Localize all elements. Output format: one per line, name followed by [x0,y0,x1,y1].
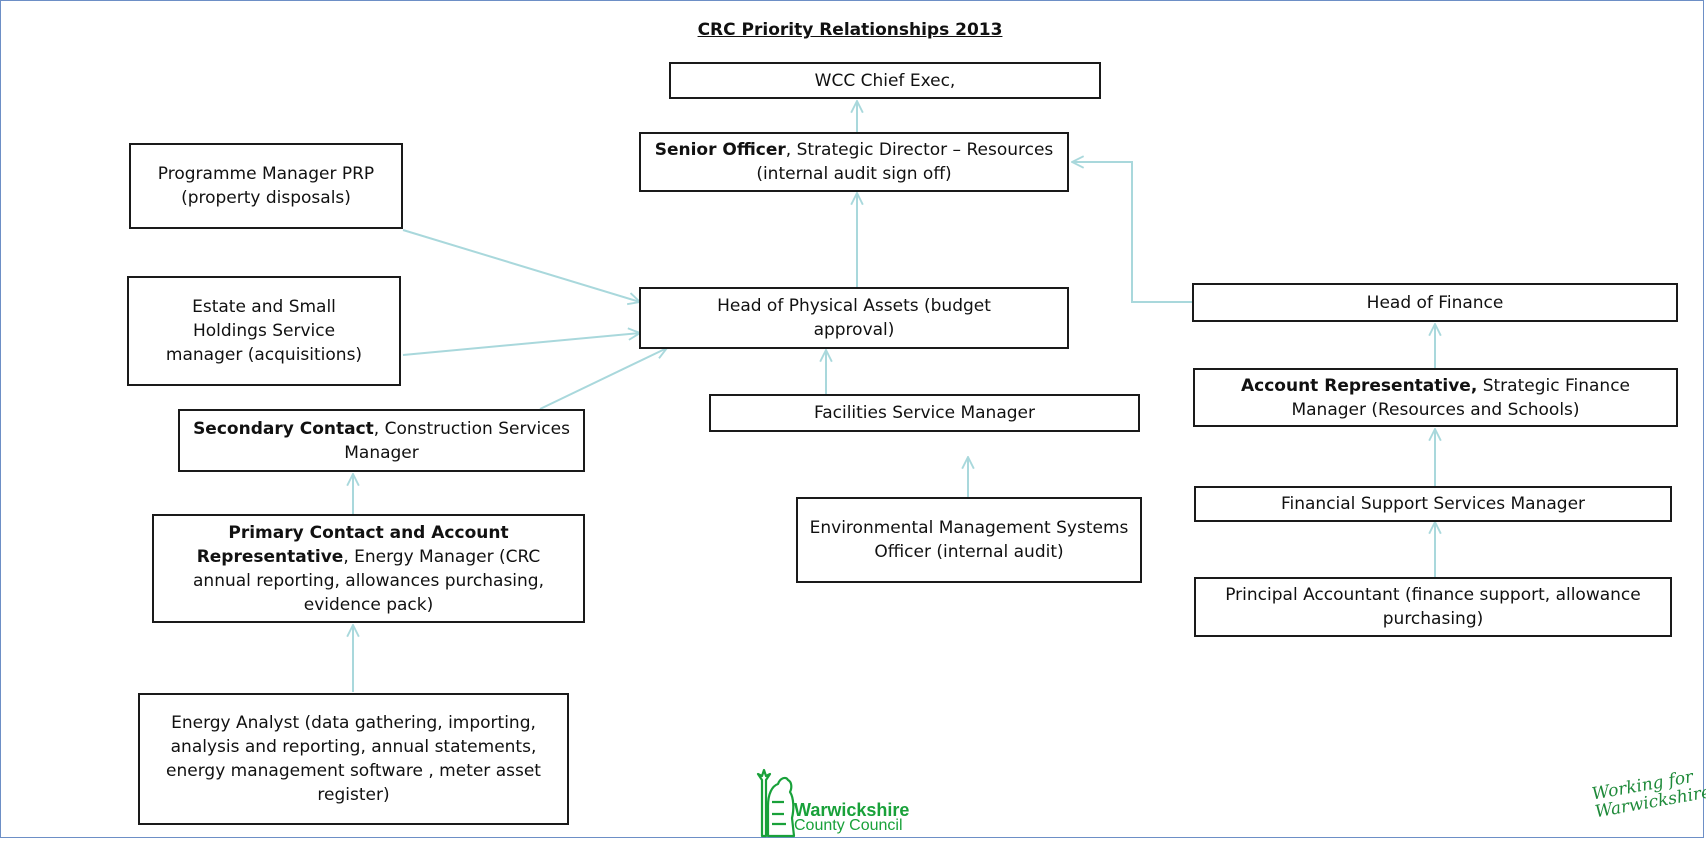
node-chief-exec: WCC Chief Exec, [669,62,1101,99]
arrow-finance-to-senior [1072,162,1192,303]
node-head-physical-assets-label: Head of Physical Assets (budget approval… [717,296,991,340]
node-env-officer: Environmental Management Systems Officer… [796,497,1142,583]
node-chief-exec-label: WCC Chief Exec, [814,70,956,91]
node-head-finance-label: Head of Finance [1366,292,1504,313]
node-senior-officer-label: , Strategic Director – Resources (intern… [756,140,1054,184]
node-programme-manager-label: Programme Manager PRP (property disposal… [157,164,375,208]
node-account-rep: Account Representative, Strategic Financ… [1193,368,1678,427]
node-financial-support: Financial Support Services Manager [1194,486,1672,522]
node-senior-officer-role: Senior Officer [654,140,786,160]
logo-line-1: Warwickshire [794,800,910,820]
node-principal-accountant-label: Principal Accountant (finance support, a… [1225,585,1641,629]
node-senior-officer: Senior Officer, Strategic Director – Res… [639,132,1069,192]
node-primary-contact: Primary Contact and Account Representati… [152,514,585,623]
node-account-rep-role: Account Representative, [1240,375,1478,396]
diagram-title: CRC Priority Relationships 2013 [697,20,1003,40]
logo-line-2: County Council [794,817,903,834]
node-estate-manager: Estate and Small Holdings Service manage… [127,276,401,386]
node-estate-manager-label: Estate and Small Holdings Service manage… [165,297,363,365]
node-energy-analyst-label: Energy Analyst (data gathering, importin… [166,713,541,805]
arrow-programme-to-head-assets [402,229,640,302]
node-financial-support-label: Financial Support Services Manager [1280,494,1586,514]
node-programme-manager: Programme Manager PRP (property disposal… [129,143,403,229]
node-head-finance: Head of Finance [1192,283,1678,322]
bear-and-staff-icon [756,768,796,838]
arrow-estate-to-head-assets [402,333,640,356]
warwickshire-logo: Warwickshire County Council [754,766,984,840]
node-facilities-manager-label: Facilities Service Manager [813,403,1035,423]
node-facilities-manager: Facilities Service Manager [709,394,1140,432]
arrow-secondary-to-head-assets [539,348,667,410]
node-head-physical-assets: Head of Physical Assets (budget approval… [639,287,1069,349]
node-secondary-contact: Secondary Contact, Construction Services… [178,409,585,472]
node-primary-contact-label: , Energy Manager (CRC annual reporting, … [193,546,544,615]
node-secondary-contact-label: , Construction Services Manager [344,418,570,463]
node-account-rep-label: Strategic Finance Manager (Resources and… [1291,375,1631,420]
node-energy-analyst: Energy Analyst (data gathering, importin… [138,693,569,825]
node-secondary-contact-role: Secondary Contact [193,418,374,439]
node-primary-contact-role: Primary Contact and Account Representati… [196,522,509,567]
node-env-officer-label: Environmental Management Systems Officer… [809,518,1129,562]
node-principal-accountant: Principal Accountant (finance support, a… [1194,577,1672,637]
